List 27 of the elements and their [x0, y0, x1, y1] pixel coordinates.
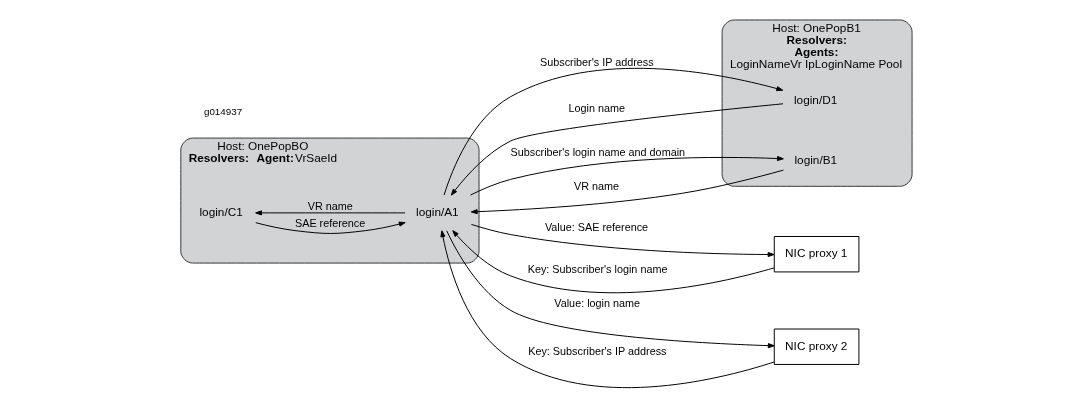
arrow: [451, 230, 775, 294]
edge-label: VR name: [573, 180, 619, 193]
arrow: [439, 230, 775, 389]
arrow: [443, 67, 783, 196]
node-text: login/C1: [199, 204, 243, 219]
arrow: [254, 210, 406, 216]
edge-label: Subscriber's IP address: [539, 56, 654, 69]
edge-label: Key: Subscriber's IP address: [527, 345, 667, 358]
arrow: [470, 169, 784, 215]
label: g014937: [203, 105, 242, 117]
edge-label: Login name: [568, 102, 625, 115]
node-text: login/A1: [415, 204, 459, 219]
node-box: NIC proxy 1: [773, 236, 859, 273]
edge-label: VR name: [307, 199, 353, 212]
arrow: [470, 223, 775, 258]
node-text: login/D1: [793, 92, 837, 107]
edge-label: Value: SAE reference: [544, 221, 648, 234]
edge-label: SAE reference: [294, 217, 365, 230]
arrow: [445, 230, 775, 349]
edge-label: Key: Subscriber's login name: [527, 262, 667, 275]
edge-label: Subscriber's login name and domain: [510, 145, 685, 158]
node-box: NIC proxy 2: [773, 328, 859, 365]
edge-label: Value: login name: [553, 297, 640, 310]
arrow: [450, 103, 783, 196]
node-text: login/B1: [793, 152, 837, 167]
arrow: [254, 221, 406, 234]
arrow: [469, 155, 784, 196]
